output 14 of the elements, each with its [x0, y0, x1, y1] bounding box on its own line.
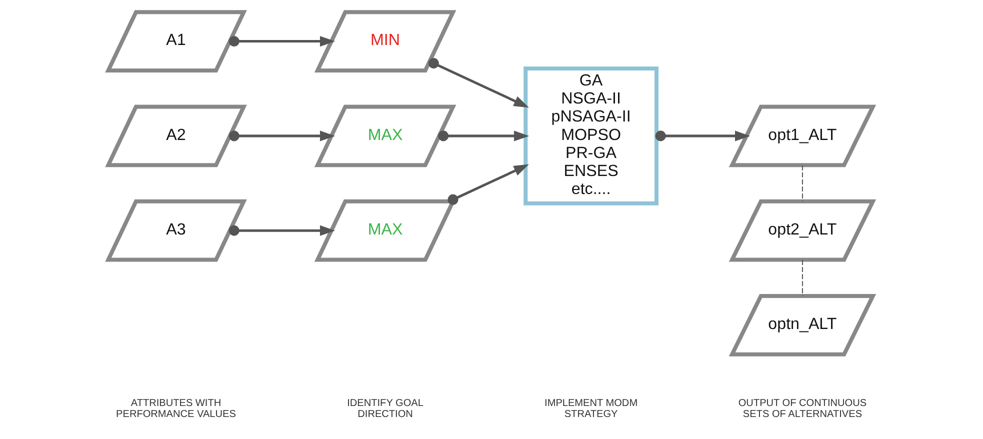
- arrow: [438, 130, 530, 142]
- connector: [802, 165, 803, 202]
- connector: [802, 260, 803, 296]
- arrow: [228, 225, 336, 236]
- label: OUTPUT OF CONTINUOUS SETS OF ALTERNATIVES: [738, 398, 867, 420]
- arrow: [448, 164, 529, 205]
- label: IDENTIFY GOAL DIRECTION: [347, 398, 424, 420]
- node-box: GA NSGA-II pNSAGA-II MOPSO PR-GA ENSES etc....: [524, 66, 659, 206]
- arrow: [428, 58, 529, 108]
- arrow: [655, 130, 750, 142]
- label: ATTRIBUTES WITH PERFORMANCE VALUES: [116, 398, 236, 420]
- label: IMPLEMENT MODM STRATEGY: [544, 398, 638, 420]
- arrow: [228, 36, 336, 47]
- arrow: [228, 130, 336, 142]
